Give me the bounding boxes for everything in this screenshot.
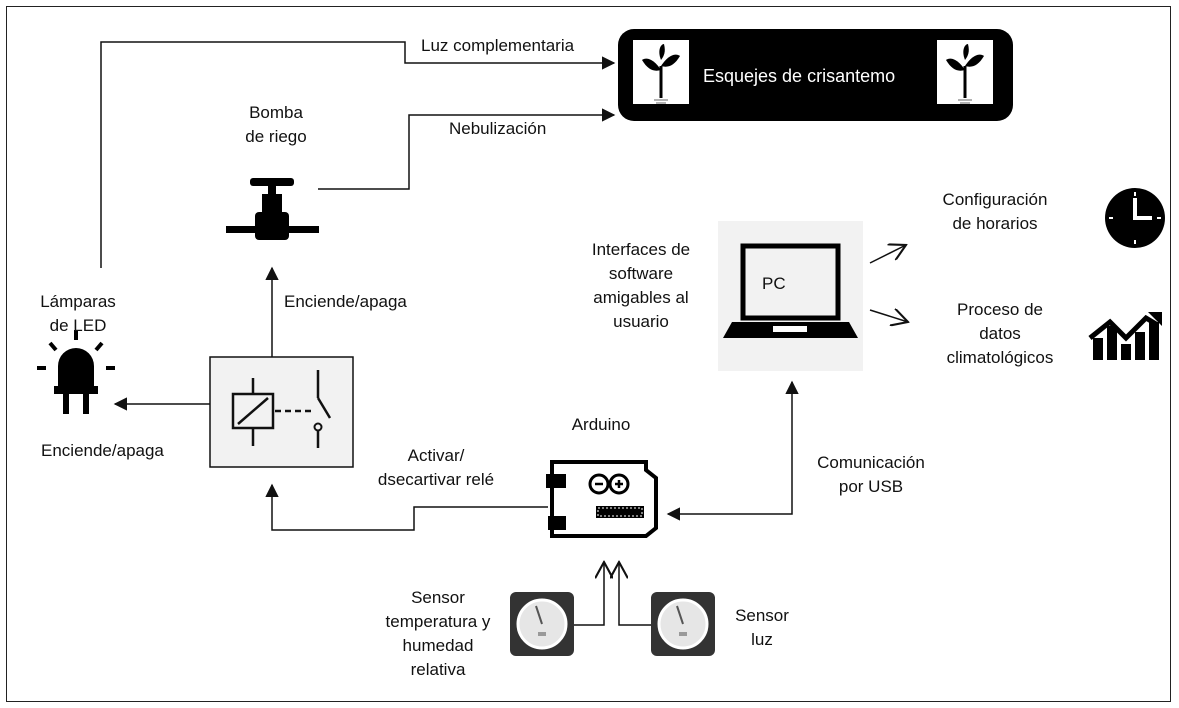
sensor-luz-label: Sensor luz — [735, 606, 789, 649]
relay-icon — [209, 356, 354, 468]
arduino-board-icon — [546, 460, 658, 538]
nebulizacion-label: Nebulización — [449, 119, 547, 138]
pc-to-config-arrow — [869, 245, 906, 264]
sensor-luz-line — [619, 562, 651, 626]
sensor-temp-label: Sensor temperatura y humedad relativa — [385, 588, 491, 679]
valve-icon — [226, 178, 319, 240]
led-icon — [37, 330, 115, 414]
pc-label: PC — [762, 274, 786, 293]
sensor-temp-line — [574, 562, 604, 626]
arduino-to-relay-line — [265, 483, 548, 531]
plant-icon — [946, 44, 984, 104]
luz-complementaria-label: Luz complementaria — [421, 36, 575, 55]
enciende-bomba-label: Enciende/apaga — [284, 292, 407, 311]
usb-line — [666, 380, 799, 521]
laptop-icon — [718, 221, 863, 371]
gauge-icon — [510, 592, 574, 656]
lamparas-label: Lámparas de LED — [40, 292, 116, 335]
plant-icon — [642, 44, 680, 104]
proceso-label: Proceso de datos climatológicos — [946, 300, 1054, 367]
luz-line — [100, 41, 616, 268]
clock-icon — [1105, 188, 1165, 248]
activar-label: Activar/ dsecartivar relé — [377, 446, 495, 489]
configuracion-label: Configuración de horarios — [942, 190, 1048, 233]
trend-chart-icon — [1088, 312, 1162, 360]
comunicacion-label: Comunicación por USB — [817, 453, 925, 496]
enciende-led-label: Enciende/apaga — [41, 441, 164, 460]
bomba-label: Bomba de riego — [245, 103, 307, 146]
arduino-label: Arduino — [571, 415, 631, 434]
pc-to-proceso-arrow — [869, 310, 908, 322]
nebulizacion-line — [318, 108, 616, 190]
gauge-icon — [651, 592, 715, 656]
esquejes-label: Esquejes de crisantemo — [703, 66, 896, 86]
diagram-frame — [6, 6, 1171, 702]
interfaces-label: Interfaces de software amigables al usua… — [591, 240, 691, 331]
